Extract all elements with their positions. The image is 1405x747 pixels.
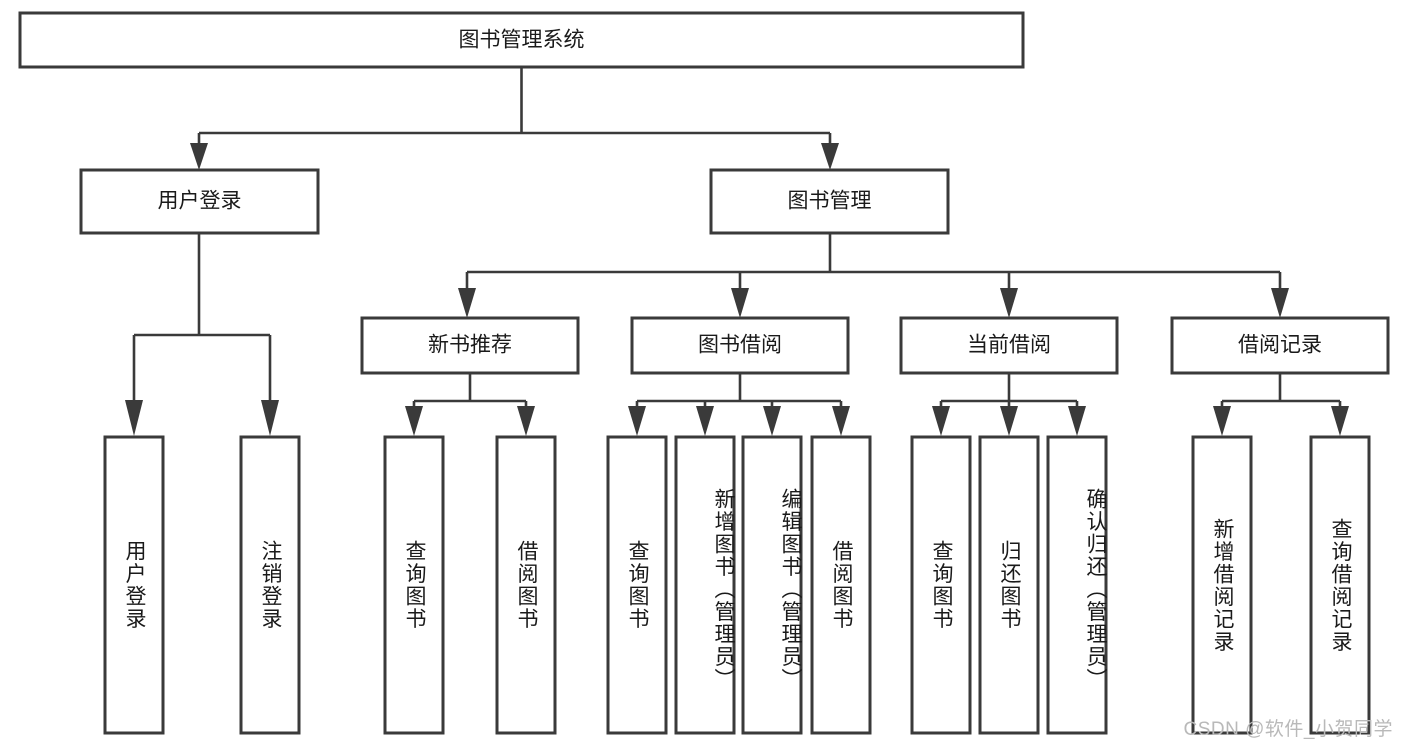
arrowhead-leaf-return-book [1000,406,1018,436]
node-new-book-recommend-label: 新书推荐 [428,334,512,357]
arrowhead-leaf-borrow-book-1 [517,406,535,436]
node-borrow-record[interactable] [1170,316,1390,375]
node-leaf-query-book-3[interactable] [910,435,972,735]
arrowhead-borrow-record [1271,288,1289,318]
arrowhead-user-login [190,143,208,170]
node-leaf-return-book[interactable] [978,435,1040,735]
arrowhead-leaf-confirm-return [1068,406,1086,436]
node-root-label: 图书管理系统 [459,29,585,52]
node-leaf-query-record[interactable] [1309,435,1371,735]
node-user-login-label: 用户登录 [158,190,242,213]
node-leaf-logout-login[interactable] [239,435,301,735]
arrowhead-leaf-query-record [1331,406,1349,436]
arrowhead-leaf-edit-book [763,406,781,436]
node-leaf-query-book-1[interactable] [383,435,445,735]
node-user-login[interactable] [79,168,320,235]
node-leaf-add-book[interactable] [674,435,736,735]
csdn-watermark: CSDN @软件_小贺同学 [1183,719,1393,740]
node-leaf-borrow-book-2[interactable] [810,435,872,735]
connector-layer [125,67,1349,436]
node-leaf-borrow-book-1[interactable] [495,435,557,735]
arrowhead-leaf-add-book [696,406,714,436]
node-current-borrow[interactable] [899,316,1119,375]
node-leaf-query-book-2[interactable] [606,435,668,735]
arrowhead-leaf-query-book-1 [405,406,423,436]
node-book-borrow[interactable] [630,316,850,375]
arrowhead-new-book-recommend [458,288,476,318]
node-current-borrow-label: 当前借阅 [967,334,1051,357]
node-root[interactable] [18,11,1025,69]
node-book-borrow-label: 图书借阅 [698,334,782,357]
node-leaf-confirm-return[interactable] [1046,435,1108,735]
arrowhead-leaf-user-login [125,400,143,436]
node-leaf-edit-book[interactable] [741,435,803,735]
arrowhead-leaf-add-record [1213,406,1231,436]
arrowhead-leaf-logout-login [261,400,279,436]
node-borrow-record-label: 借阅记录 [1238,334,1322,357]
node-leaf-user-login[interactable] [103,435,165,735]
arrowhead-book-management [821,143,839,170]
arrowhead-current-borrow [1000,288,1018,318]
arrowhead-leaf-query-book-3 [932,406,950,436]
node-layer: 图书管理系统 用户登录 图书管理 新书推荐 图书借阅 当前借阅 借阅记录 [18,11,1390,735]
node-book-management[interactable] [709,168,950,235]
node-leaf-add-record[interactable] [1191,435,1253,735]
node-new-book-recommend[interactable] [360,316,580,375]
arrowhead-leaf-borrow-book-2 [832,406,850,436]
arrowhead-leaf-query-book-2 [628,406,646,436]
node-book-management-label: 图书管理 [788,190,872,213]
arrowhead-book-borrow [731,288,749,318]
